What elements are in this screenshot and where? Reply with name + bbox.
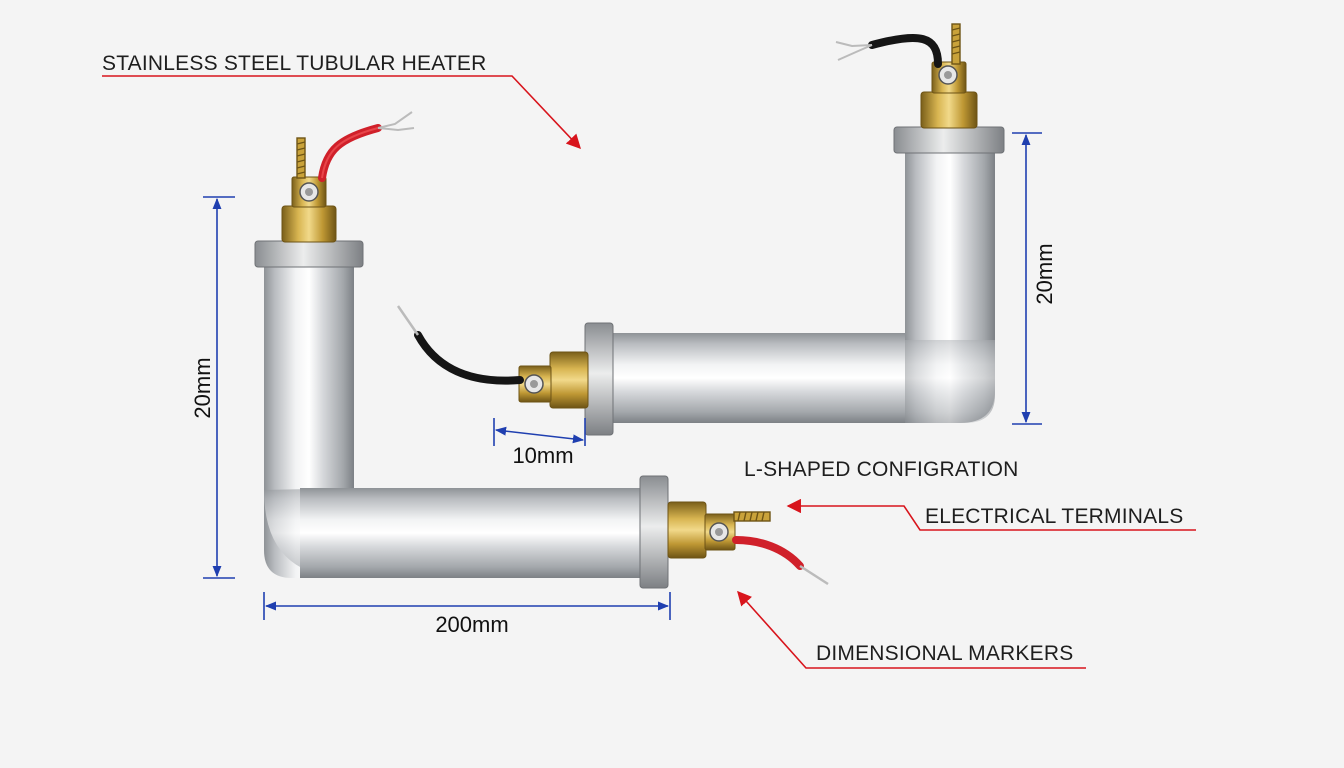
right-heater-top-flange	[893, 126, 1005, 154]
terminal-gap-dimension-line	[494, 426, 585, 444]
left-top-terminal	[281, 111, 415, 243]
black-wire-icon	[868, 34, 942, 68]
terminals-callout-line	[786, 498, 1196, 531]
left-side-terminal	[667, 501, 829, 586]
title-label: STAINLESS STEEL TUBULAR HEATER	[102, 52, 487, 75]
right-heater	[396, 23, 1005, 436]
terminal-gap-label: 10mm	[512, 443, 573, 468]
markers-callout-line	[737, 590, 1086, 669]
title-callout-line	[102, 75, 581, 150]
left-height-label: 20mm	[190, 357, 215, 418]
callouts	[102, 75, 1196, 669]
red-wire-icon	[732, 536, 804, 570]
left-heater-vertical-tube	[264, 262, 354, 492]
right-height-label: 20mm	[1032, 243, 1057, 304]
dimension-markers	[203, 132, 1042, 620]
left-length-label: 200mm	[435, 612, 508, 637]
right-top-terminal	[835, 23, 978, 129]
right-heater-vertical-tube	[905, 150, 995, 340]
left-heater-side-flange	[639, 475, 669, 589]
left-heater	[254, 111, 829, 589]
terminals-label: ELECTRICAL TERMINALS	[925, 505, 1183, 528]
left-heater-top-flange	[254, 240, 364, 268]
left-heater-horizontal-tube	[300, 488, 645, 578]
markers-label: DIMENSIONAL MARKERS	[816, 642, 1073, 665]
right-side-terminal	[396, 305, 589, 409]
configuration-label: L-SHAPED CONFIGRATION	[744, 458, 1019, 481]
right-heater-side-flange	[584, 322, 614, 436]
black-wire-icon	[414, 331, 524, 385]
right-heater-horizontal-tube	[605, 333, 935, 423]
